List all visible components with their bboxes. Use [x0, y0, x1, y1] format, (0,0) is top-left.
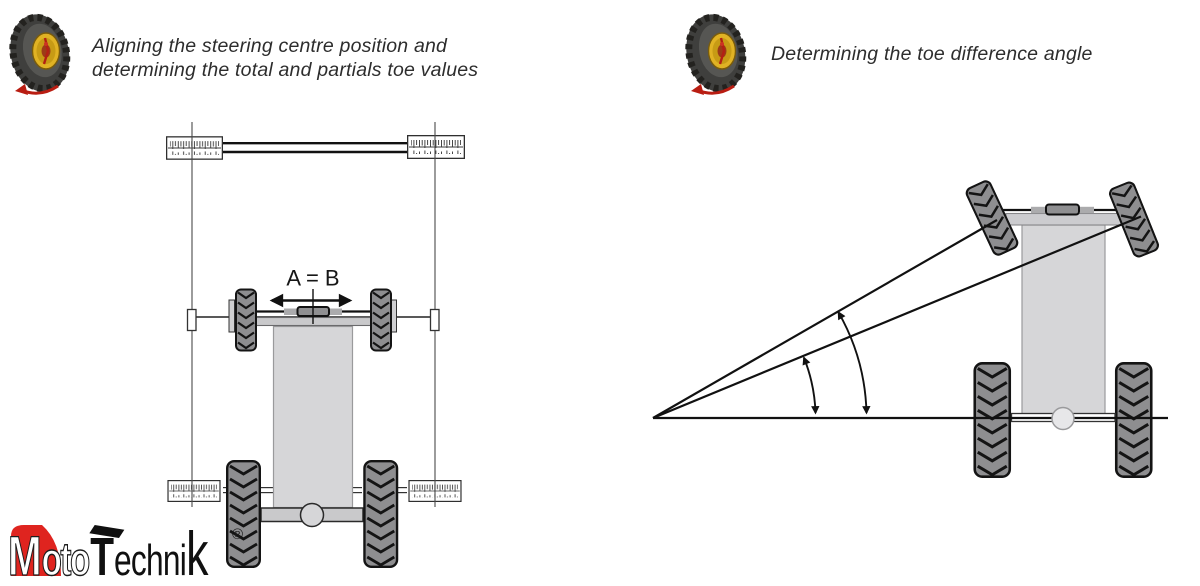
- right-diagram: [652, 178, 1168, 478]
- toe-scale-rear-left: [167, 480, 221, 502]
- toe-scale-front-left: [166, 136, 223, 160]
- caption-left: Aligning the steering centre position an…: [92, 35, 478, 82]
- logo-text: MotoTechnik: [8, 524, 209, 586]
- ab-label: A = B: [286, 266, 339, 291]
- rear-right-wheel: [363, 460, 399, 568]
- registered-mark: ®: [232, 526, 244, 543]
- toe-angle-arc-outer: [837, 310, 871, 415]
- logo-red-swoosh: [11, 525, 61, 576]
- spindle-bracket-left: [228, 299, 235, 333]
- rear-left-wheel: [973, 362, 1012, 478]
- tie-rod: [1000, 203, 1120, 216]
- direction-line-right-wheel: [652, 215, 1142, 420]
- toe-scale-front-right: [407, 134, 465, 160]
- tie-rod-center-link: [1045, 203, 1080, 216]
- caption-left-line2: determining the total and partials toe v…: [92, 58, 479, 81]
- logo-t: T: [90, 527, 114, 586]
- front-left-wheel: [235, 288, 257, 352]
- logo-oto: oto: [41, 533, 91, 585]
- rear-right-wheel: [1114, 362, 1153, 478]
- string-clamp-right: [429, 308, 440, 332]
- front-right-wheel: [370, 288, 392, 352]
- tractor-wheel-icon: [684, 8, 748, 100]
- logo-k: k: [186, 520, 209, 586]
- toe-measuring-bar: [223, 141, 407, 154]
- caption-right: Determining the toe difference angle: [771, 43, 1093, 65]
- rear-scale-rods: [223, 487, 407, 494]
- mototechnik-logo: MotoTechnik ®: [8, 524, 286, 586]
- logo-echni: echni: [113, 536, 187, 585]
- differential: [1051, 406, 1075, 431]
- tractor-body: [272, 325, 354, 509]
- caption-left-line1: Aligning the steering centre position an…: [92, 35, 448, 57]
- toe-angle-arc-inner: [802, 356, 820, 415]
- string-clamp-left: [186, 308, 197, 332]
- tractor-wheel-icon: [8, 8, 72, 100]
- logo-m: M: [8, 524, 43, 586]
- tractor-body: [1021, 224, 1106, 416]
- left-diagram: A = B: [166, 122, 465, 568]
- differential: [299, 502, 325, 528]
- direction-line-left-wheel: [652, 219, 998, 419]
